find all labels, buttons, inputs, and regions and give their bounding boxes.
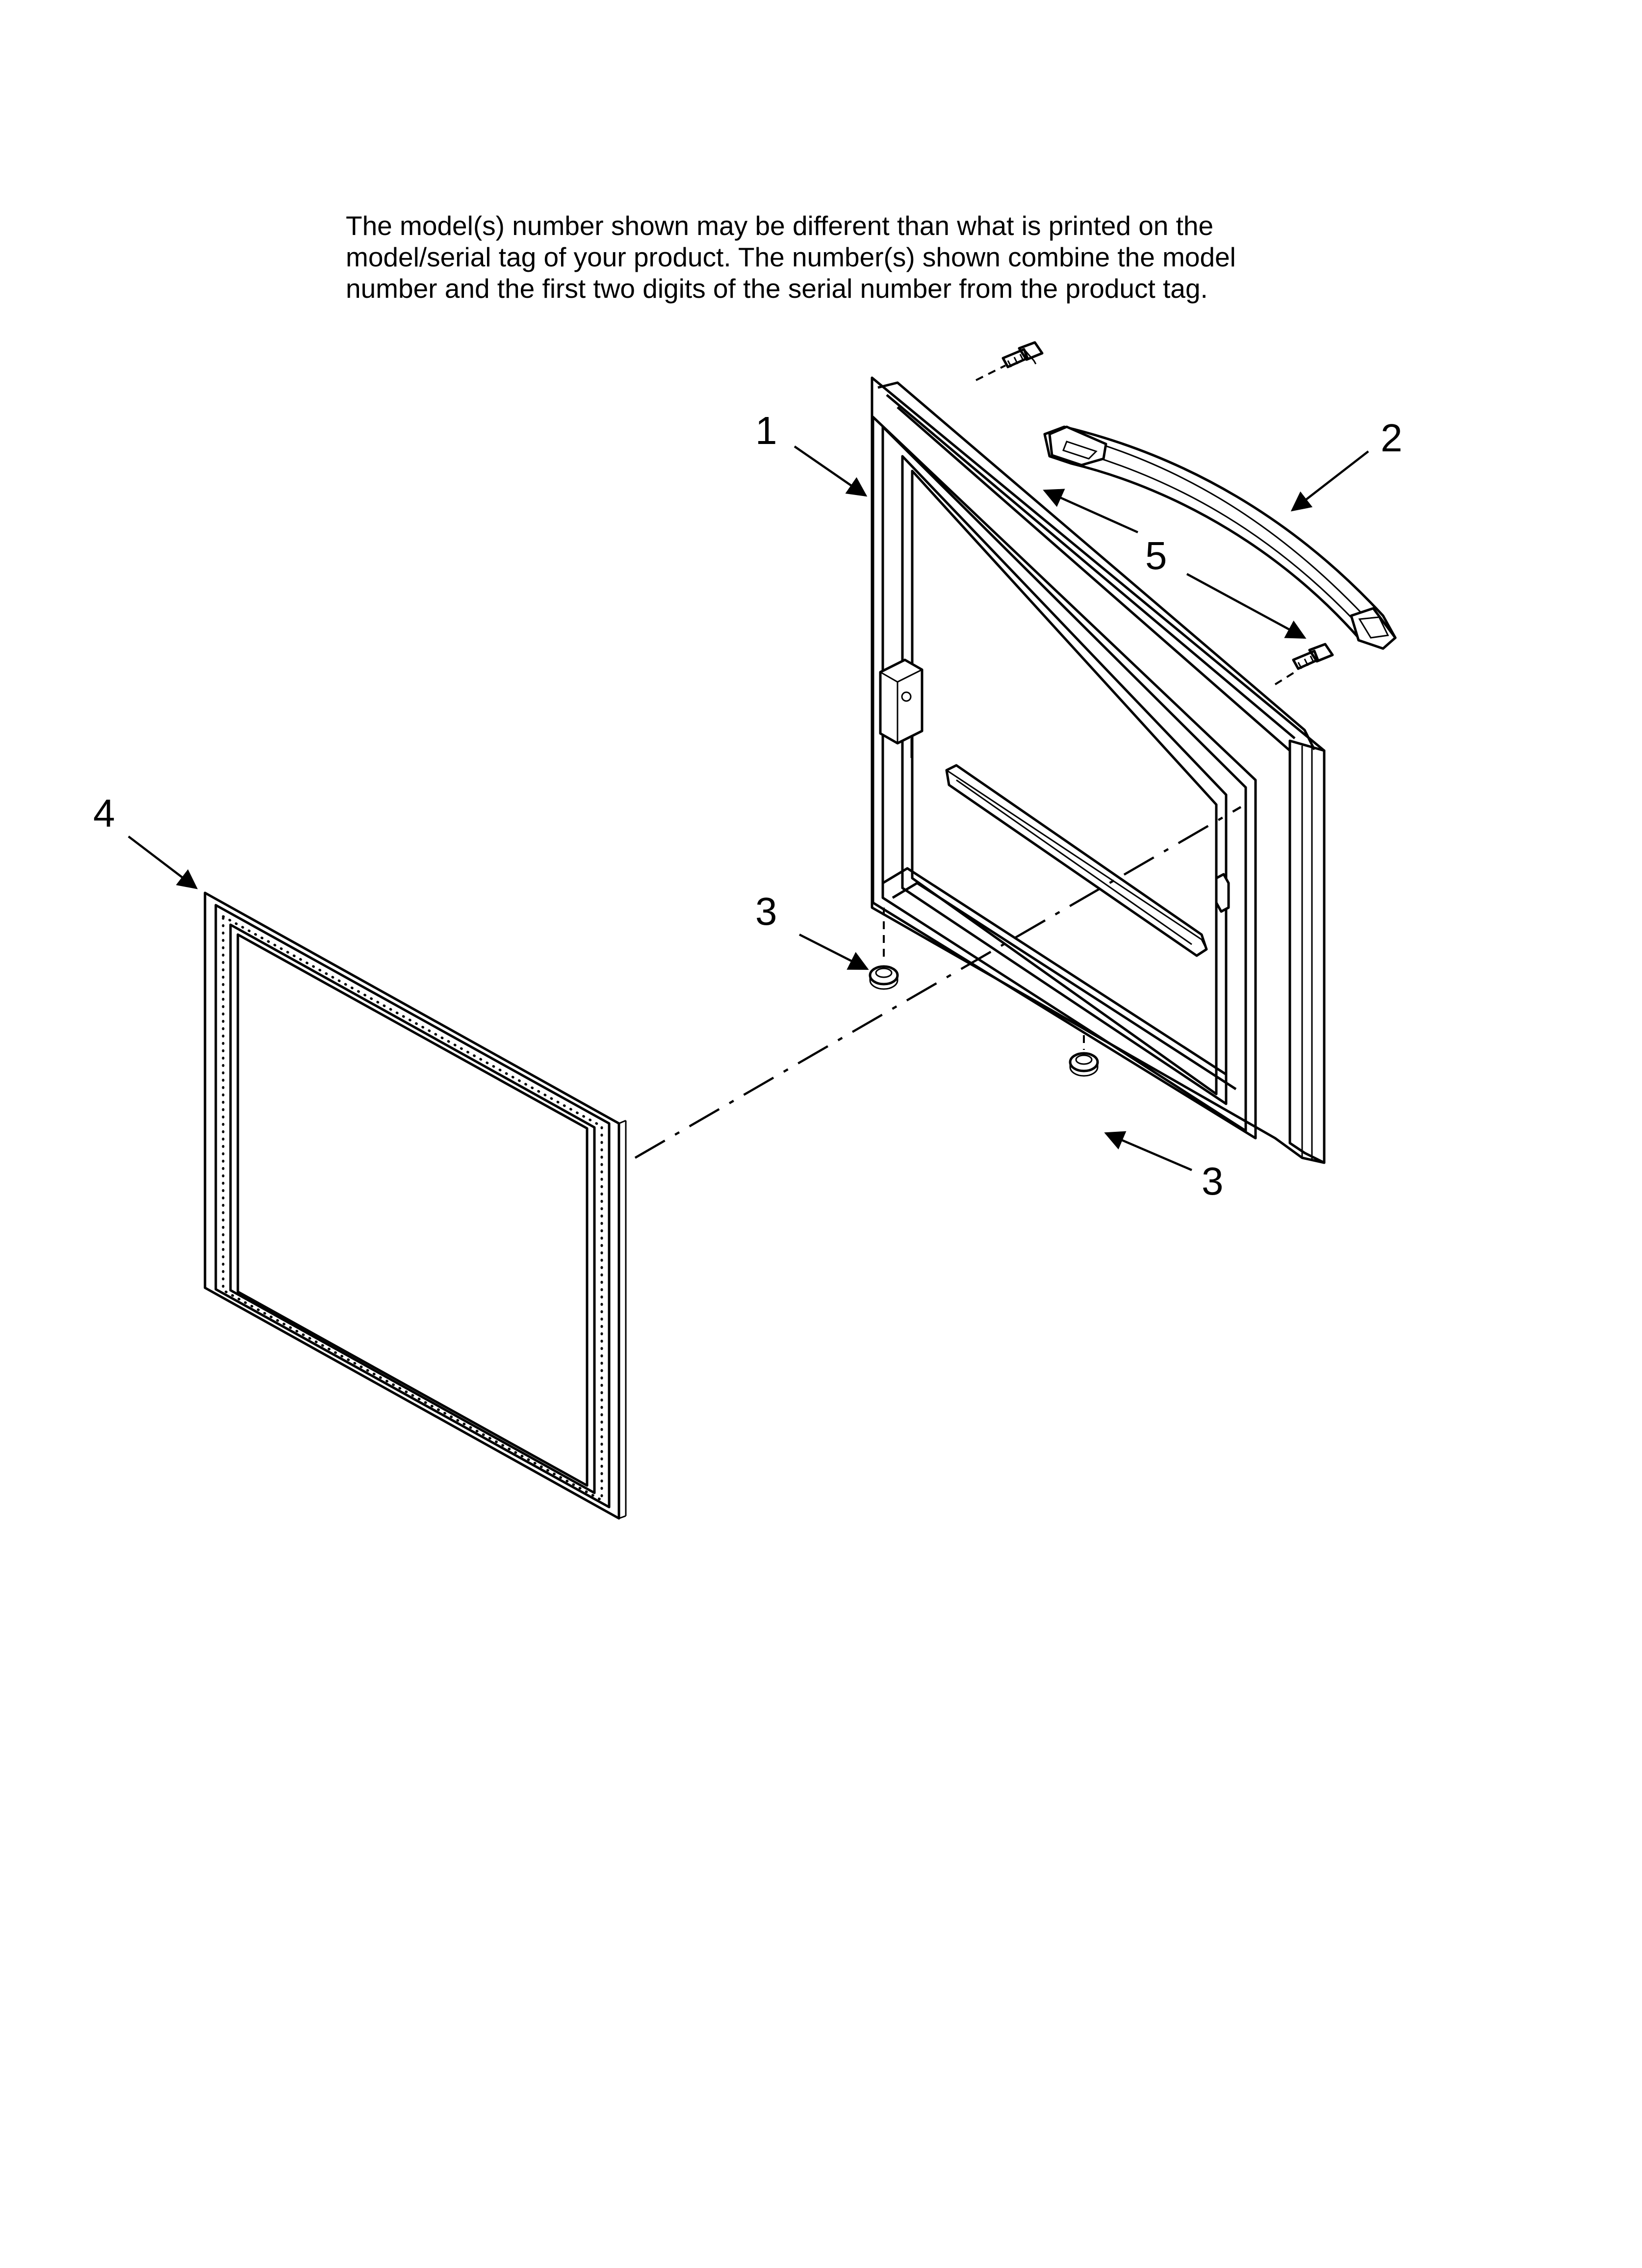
notice-line-3: number and the first two digits of the s… <box>346 273 1208 304</box>
door-bumper-right <box>1069 1052 1099 1077</box>
notice-line-1: The model(s) number shown may be differe… <box>346 210 1214 241</box>
diagram-notice: The model(s) number shown may be differe… <box>346 210 1474 304</box>
callout-1: 1 <box>755 409 777 452</box>
handle-screw-upper <box>1001 341 1044 368</box>
assembly-lines <box>634 365 1296 1159</box>
freezer-door <box>871 376 1326 1164</box>
door-gasket <box>204 891 627 1520</box>
callout-3-left: 3 <box>755 889 777 933</box>
door-bumper-left <box>869 965 899 990</box>
callout-3-right: 3 <box>1202 1159 1224 1203</box>
callout-4: 4 <box>93 791 115 835</box>
door-handle <box>1043 425 1397 650</box>
notice-line-2: model/serial tag of your product. The nu… <box>346 242 1236 272</box>
leader-arrows <box>128 445 1369 1172</box>
callout-5: 5 <box>1145 534 1167 577</box>
callout-2: 2 <box>1381 416 1403 460</box>
handle-screw-lower <box>1292 643 1334 670</box>
